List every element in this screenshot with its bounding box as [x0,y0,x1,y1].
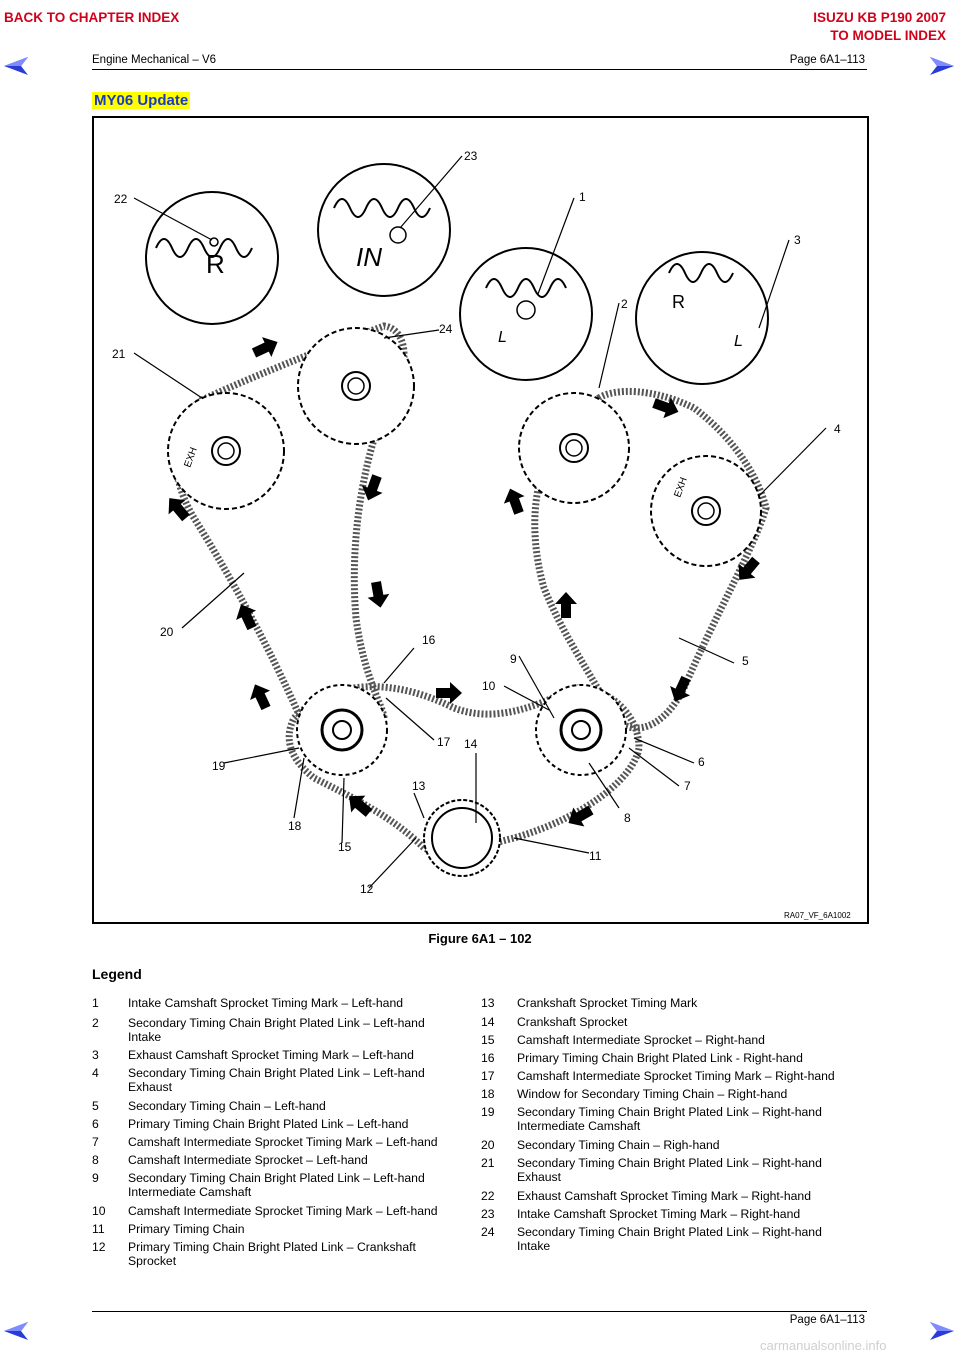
r-mark-3: R [672,292,685,312]
callout-label: 20 [160,625,174,639]
chain-direction-arrow [342,787,377,822]
callout-label: 6 [698,755,705,769]
l-mark-3: L [734,333,743,350]
callout-label: 7 [684,779,691,793]
legend-title: Legend [92,966,142,982]
callout-label: 1 [579,190,586,204]
footer-rule [92,1311,867,1312]
section-title-text: MY06 Update [92,92,191,109]
callout-label: 24 [439,322,453,336]
lh-exhaust-camshaft-sprocket: EXH [650,455,762,567]
rh-intake-camshaft-sprocket [297,327,415,445]
to-model-index-link[interactable]: TO MODEL INDEX [830,28,946,43]
callout-label: 11 [589,849,602,863]
figure-reference-code: RA07_VF_6A1002 [784,911,851,920]
header-page-number: Page 6A1–113 [789,54,865,66]
callout-label: 16 [422,633,436,647]
callout-label: 13 [412,779,426,793]
callout-label: 10 [482,679,496,693]
section-title: MY06 Update [92,92,191,110]
callout-label: 8 [624,811,631,825]
timing-chain-figure: EXH EXH R IN [92,116,869,924]
next-page-arrow-icon[interactable] [926,1322,954,1340]
callout-label: 9 [510,652,517,666]
detail-circle-22: R [145,191,279,325]
in-mark-23: IN [356,242,382,272]
lh-intake-camshaft-sprocket [518,392,630,504]
detail-circle-1: L [459,247,593,381]
chain-direction-arrow [245,679,276,713]
chain-direction-arrow [249,332,283,363]
primary-timing-chain [285,683,643,856]
callout-label: 15 [338,840,352,854]
timing-chain-diagram: EXH EXH R IN [112,149,851,920]
model-title-line: ISUZU KB P190 2007 [813,10,946,25]
callout-label: 12 [360,882,374,896]
lh-intermediate-sprocket [535,684,627,776]
callout-label: 18 [288,819,302,833]
rh-intermediate-sprocket [296,684,388,776]
callout-label: 2 [621,297,628,311]
header-left-text: Engine Mechanical – V6 [92,54,217,66]
callout-label: 3 [794,233,801,247]
watermark: carmanualsonline.info [760,1338,887,1353]
previous-page-arrow-icon[interactable] [4,1322,32,1340]
chain-direction-arrow [555,592,577,618]
secondary-chain-right-hand [172,322,408,750]
callout-label: 22 [114,192,128,206]
callout-label: 17 [437,735,451,749]
footer-page-number: Page 6A1–113 [789,1314,865,1326]
r-mark-22: R [206,249,225,279]
chain-direction-arrow [499,484,530,517]
crankshaft-sprocket [423,799,501,877]
l-mark-1: L [498,329,507,346]
chain-direction-arrow [365,580,392,610]
next-page-arrow-icon[interactable] [926,57,954,75]
detail-circle-23: IN [317,163,451,297]
figure-caption: Figure 6A1 – 102 [428,931,532,946]
back-to-chapter-index-link[interactable]: BACK TO CHAPTER INDEX [4,10,180,25]
callout-leader-lines [133,155,827,889]
callout-label: 4 [834,422,841,436]
callout-label: 19 [212,759,226,773]
chain-direction-arrow [665,673,696,707]
callout-label: 21 [112,347,126,361]
header-rule [92,69,867,70]
callout-label: 5 [742,654,749,668]
detail-circle-3: R L [635,251,769,385]
rh-exhaust-camshaft-sprocket: EXH [167,392,285,510]
callout-label: 23 [464,149,478,163]
previous-page-arrow-icon[interactable] [4,57,32,75]
callout-label: 14 [464,737,478,751]
